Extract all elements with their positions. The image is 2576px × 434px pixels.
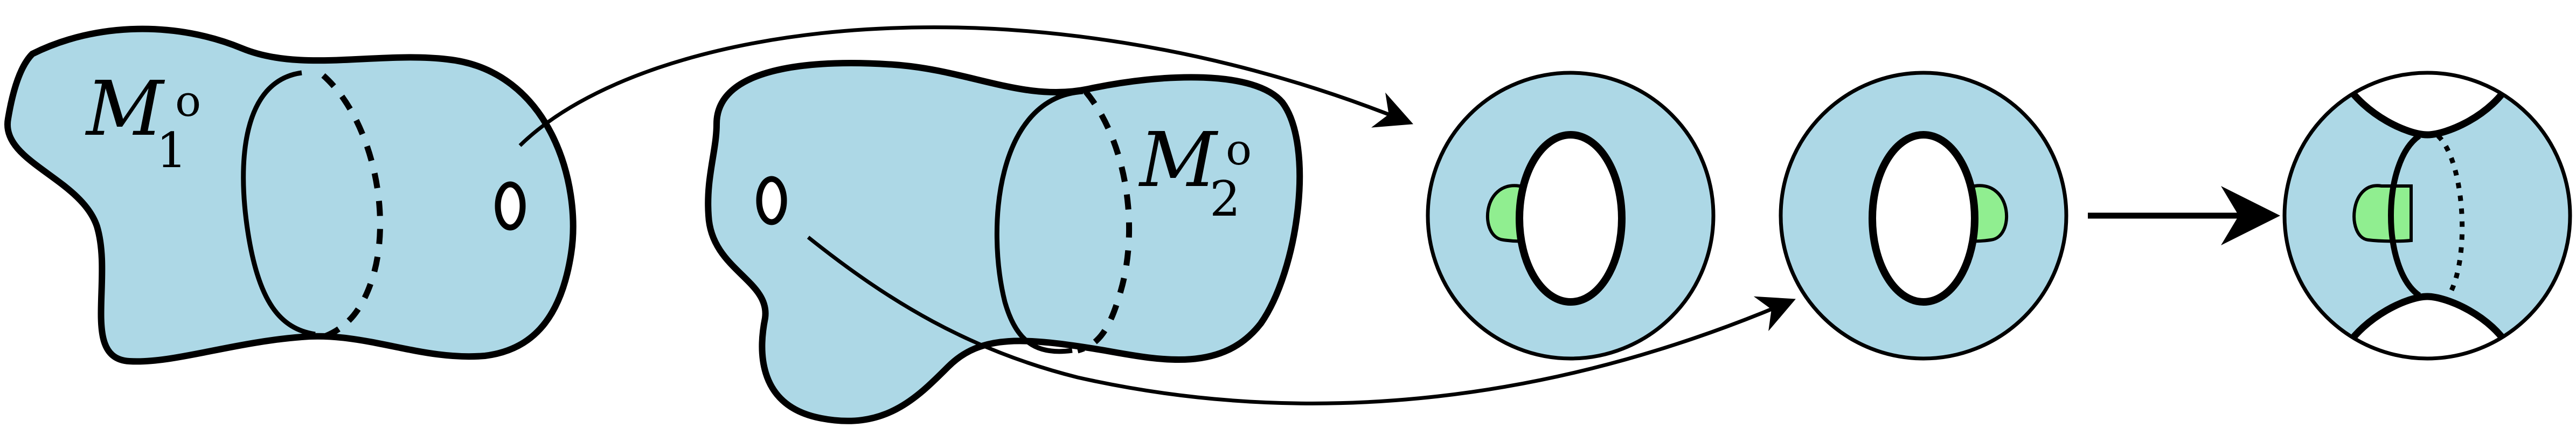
manifold-m2-superscript: o <box>1226 125 1252 175</box>
disc-result-handle <box>2352 184 2413 243</box>
manifold-m1: M 1 o <box>4 25 577 365</box>
disc-result <box>2282 71 2572 361</box>
disc-result-dotted-cut <box>2436 134 2465 297</box>
disc-result-upper-arc <box>2341 79 2514 139</box>
manifold-m2-dashed-cut <box>1077 89 1133 354</box>
disc-1 <box>1426 71 1716 361</box>
disc-2 <box>1779 71 2068 361</box>
manifold-m2-subscript: 2 <box>1210 171 1240 228</box>
disc-1-hole <box>1516 131 1626 306</box>
arrow-m1-to-disc1 <box>518 25 1413 147</box>
manifold-m1-superscript: o <box>175 76 201 126</box>
disc-result-band <box>2285 81 2570 350</box>
disc-result-solid-cut <box>2388 133 2421 298</box>
manifold-m2-body <box>705 60 1303 424</box>
manifold-m1-solid-cut <box>241 70 316 337</box>
disc-result-lower-arc <box>2341 293 2514 353</box>
manifold-m1-subscript: 1 <box>156 122 187 179</box>
manifold-m1-body <box>4 25 577 365</box>
manifold-m2: M 2 o <box>705 60 1303 424</box>
disc-result-outer <box>2282 71 2572 361</box>
manifold-m1-puncture <box>495 181 526 231</box>
manifold-m2-label: M <box>1138 116 1219 204</box>
arrow-m2-to-disc2 <box>807 236 1796 405</box>
manifold-m1-label: M <box>85 65 165 153</box>
manifold-m2-solid-cut <box>994 89 1084 354</box>
manifold-m2-puncture <box>756 176 787 225</box>
disc-2-hole <box>1869 131 1978 306</box>
